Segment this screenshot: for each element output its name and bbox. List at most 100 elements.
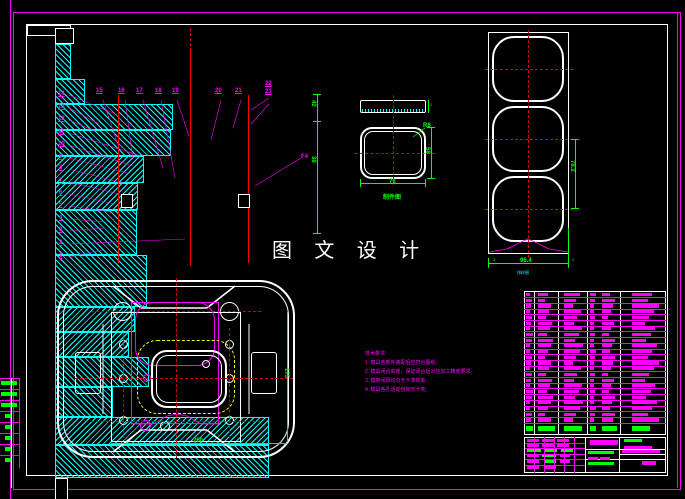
bom-cell: [632, 372, 650, 376]
strip-width-line: [488, 263, 569, 264]
title-block-field: [527, 460, 539, 463]
title-block-field: [590, 440, 618, 445]
plan-dim-bottom-line: [111, 443, 287, 444]
bom-cell: [538, 361, 552, 365]
bom-cell: [602, 321, 614, 325]
bom-row-rule: [524, 399, 666, 401]
callout-11: 11: [58, 129, 65, 135]
bom-row-rule: [524, 365, 666, 367]
bom-cell: [632, 332, 651, 337]
side-pocket-left: [75, 352, 101, 394]
bom-cell: [602, 407, 610, 411]
title-block-field: [542, 454, 556, 457]
bom-row-rule: [524, 308, 666, 310]
callout-17: 17: [136, 88, 143, 94]
bom-cell: [526, 395, 532, 399]
bom-cell: [590, 361, 594, 365]
bom-cell: [526, 344, 531, 348]
bom-cell: [602, 412, 616, 416]
title-block-field: [527, 466, 539, 469]
bom-cell: [564, 407, 580, 411]
title-block-field: [557, 439, 569, 442]
bom-cell: [590, 304, 594, 308]
bom-cell: [538, 407, 548, 411]
bom-row-rule: [524, 394, 666, 395]
left-edge-cell: [5, 414, 12, 418]
bom-cell: [590, 384, 594, 388]
left-edge-cell: [1, 381, 17, 385]
callout-23: 23: [265, 89, 272, 95]
bom-cell: [526, 384, 530, 388]
strip-centerline-h2: [485, 139, 573, 140]
plan-dim-label-175: 175: [283, 368, 289, 379]
strip-scrap-profile: [488, 238, 569, 253]
bom-row-rule: [524, 371, 666, 372]
tb-border-bottom: [524, 472, 666, 473]
bom-cell: [632, 344, 657, 348]
guide-pillar-right: [248, 95, 249, 263]
bom-cell: [632, 407, 653, 411]
bom-cell: [526, 401, 531, 405]
title-block-rule: [525, 453, 585, 455]
lower-die-plate-left: [55, 357, 149, 387]
callout-9: 9: [59, 154, 63, 160]
title-block-field: [624, 446, 652, 449]
strip-pitch-line: [575, 139, 576, 209]
part-dim-label-76: 76: [389, 179, 396, 185]
left-edge-table[interactable]: [0, 378, 20, 488]
bom-cell: [564, 321, 575, 325]
tb-hsep-3: [619, 454, 665, 455]
ejector-pin-center: [190, 48, 191, 264]
bom-cell: [632, 378, 645, 382]
bom-cell: [538, 293, 548, 297]
left-edge-pointer: [11, 378, 12, 488]
bom-cell: [602, 338, 615, 342]
bom-row-rule: [524, 377, 666, 378]
bom-cell: [632, 395, 647, 399]
dimension-label-42: 42: [310, 100, 316, 107]
title-block-field: [588, 462, 614, 465]
bom-row-rule: [524, 297, 666, 298]
sheet-right-margin-line: [677, 12, 678, 488]
bom-cell: [590, 332, 596, 337]
plan-dim-label-250: 250: [193, 438, 204, 444]
title-block-field: [542, 439, 554, 442]
title-block-rule: [525, 448, 585, 449]
part-dim-label-2: 2: [430, 102, 433, 107]
part-dim-right-tick-b: [427, 178, 435, 179]
upper-die-shoe-right: [55, 130, 171, 156]
watermark-text: 图 文 设 计: [272, 238, 428, 262]
title-block-field: [594, 451, 602, 454]
bom-cell: [602, 401, 613, 405]
bom-cell: [564, 418, 573, 422]
bom-cell: [538, 338, 554, 342]
bom-cell: [526, 315, 533, 319]
callout-20: 20: [215, 88, 222, 94]
title-block[interactable]: [524, 437, 666, 473]
bom-cell: [590, 395, 595, 399]
callout-22: 22: [265, 81, 272, 87]
bom-cell: [602, 395, 615, 399]
bom-top-rule: [524, 291, 666, 292]
bom-cell: [602, 389, 610, 394]
part-dim-bottom-tick-r: [425, 179, 426, 187]
callout-f4: F4: [301, 154, 309, 160]
title-block-field: [557, 444, 569, 447]
bom-row-rule: [524, 348, 666, 349]
tb-vsep-1: [585, 437, 586, 473]
bom-cell: [526, 361, 531, 365]
bom-cell: [632, 361, 659, 365]
bom-row-rule: [524, 314, 666, 315]
bom-cell: [538, 395, 554, 399]
bom-col-sep-0: [524, 291, 525, 435]
bom-row-rule: [524, 354, 666, 355]
left-edge-cell: [5, 447, 12, 451]
bom-cell: [538, 304, 552, 308]
title-block-rule: [525, 465, 585, 466]
bom-cell: [602, 310, 611, 314]
bill-of-materials[interactable]: [524, 291, 666, 435]
title-block-field: [642, 461, 656, 465]
bom-cell: [602, 367, 611, 371]
left-edge-cell: [5, 436, 12, 440]
left-edge-row-rule: [0, 378, 20, 379]
